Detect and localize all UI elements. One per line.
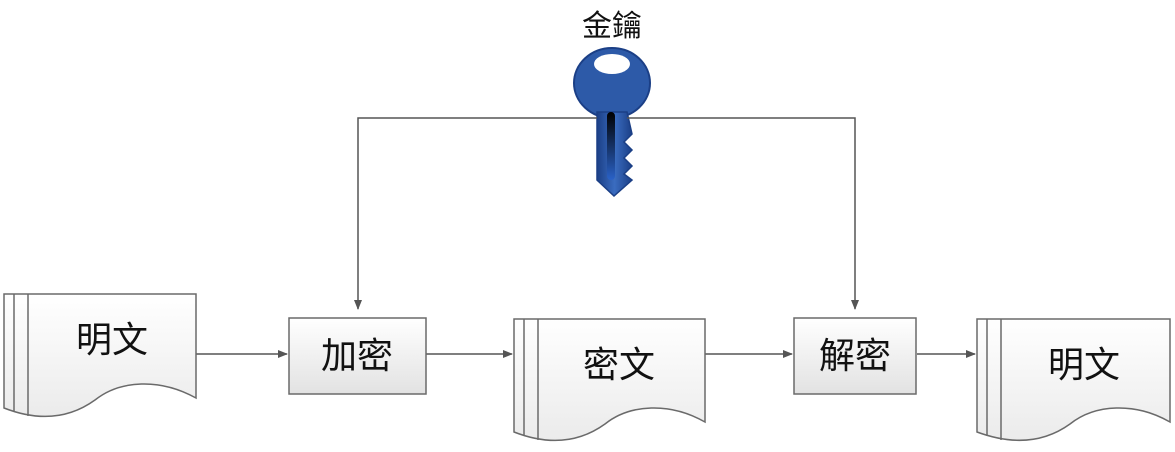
key-connector	[354, 117, 859, 310]
process-decrypt: 解密	[793, 317, 917, 395]
document-plaintext-output: 明文	[976, 318, 1171, 442]
document-plaintext-input: 明文	[3, 293, 197, 418]
key-icon	[573, 47, 651, 198]
key-label: 金鑰	[582, 9, 642, 44]
document-label: 密文	[583, 345, 655, 386]
process-label: 加密	[321, 336, 393, 377]
document-label: 明文	[1048, 345, 1120, 386]
document-ciphertext: 密文	[513, 318, 706, 442]
document-label: 明文	[76, 320, 148, 361]
process-label: 解密	[819, 336, 891, 377]
process-encrypt: 加密	[288, 317, 427, 395]
